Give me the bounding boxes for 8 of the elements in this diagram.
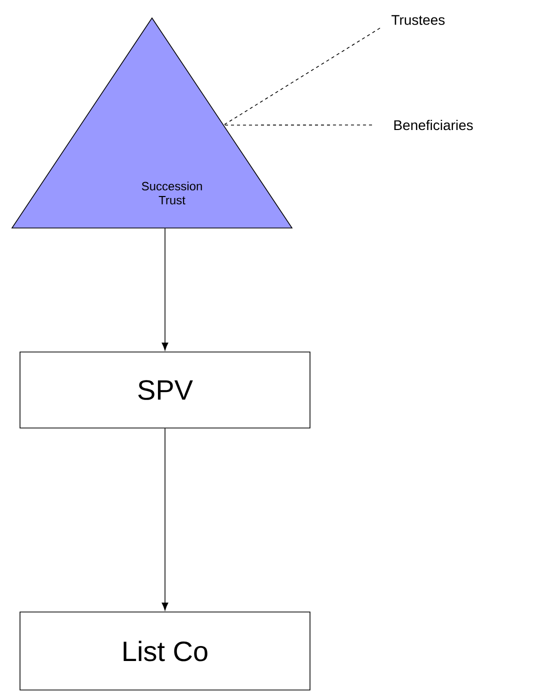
arrow xyxy=(162,228,168,350)
leader-label: Trustees xyxy=(392,15,445,25)
leader-label: Beneficiaries xyxy=(394,120,473,130)
leader-line xyxy=(223,28,380,126)
arrow xyxy=(162,428,168,610)
entity-box: SPV xyxy=(20,352,310,428)
leader-line xyxy=(223,124,372,126)
entity-box: List Co xyxy=(20,612,310,690)
